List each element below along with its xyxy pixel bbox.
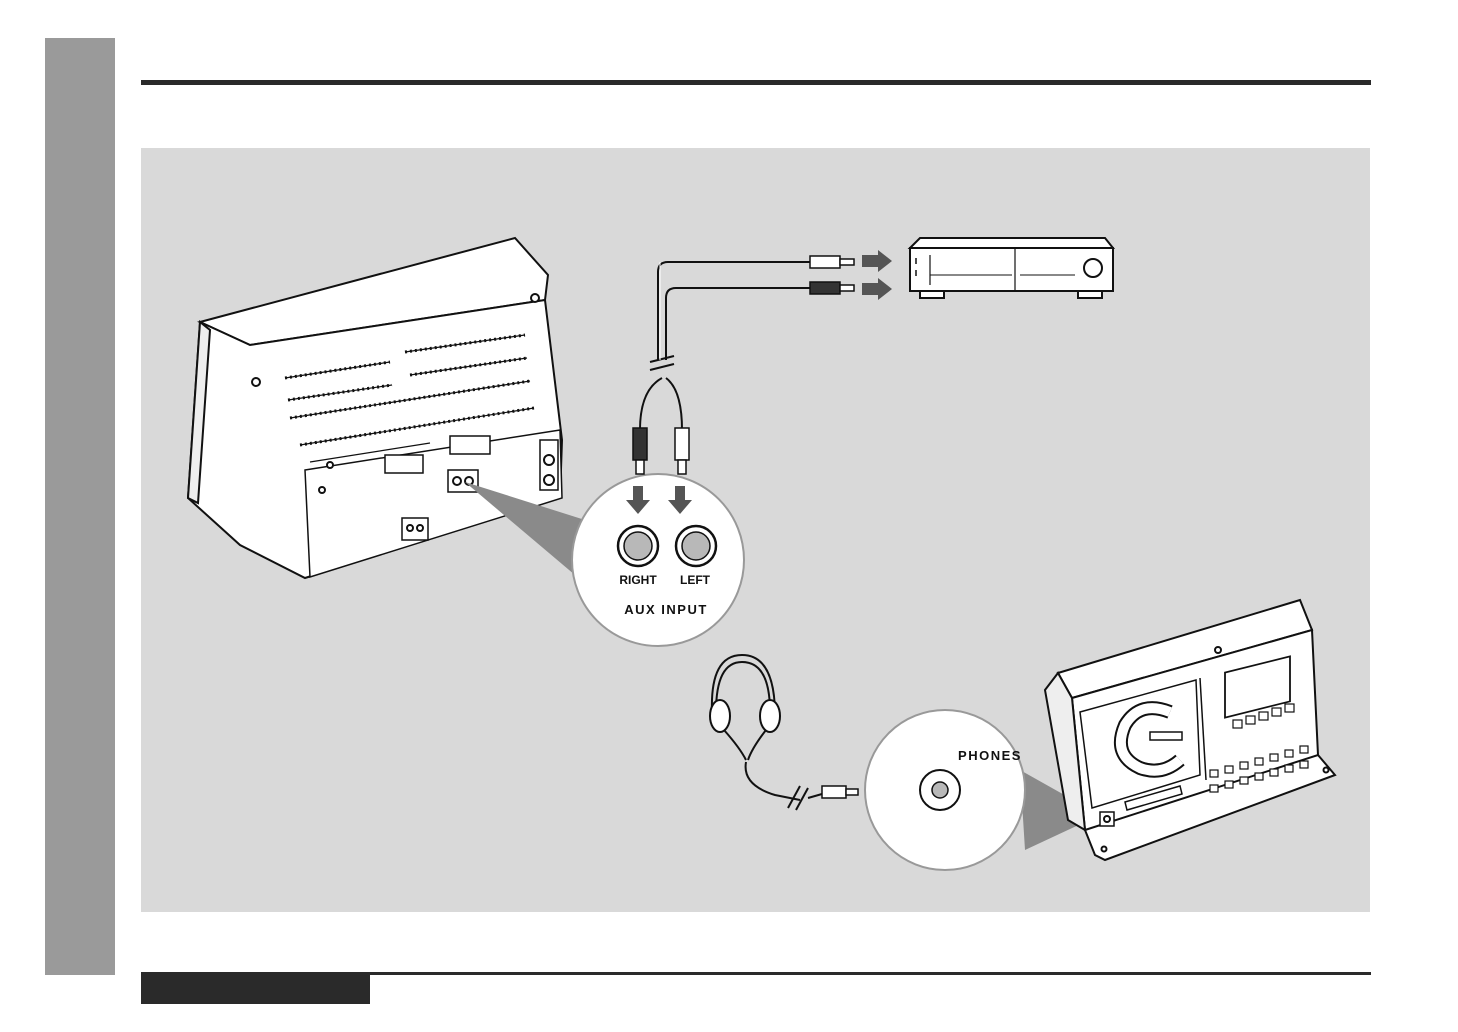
left-jack-label: LEFT [680,573,711,587]
aux-input-callout: RIGHT LEFT AUX INPUT [572,474,744,646]
arrow-right-icon [862,250,892,300]
aux-input-label: AUX INPUT [624,602,708,617]
main-unit-front-icon [1045,600,1335,860]
rca-cable-icon [640,262,812,430]
main-unit-rear-icon [188,238,562,578]
phones-callout: PHONES [865,710,1025,870]
vcr-device-icon [910,238,1113,298]
right-jack-label: RIGHT [619,573,657,587]
phones-label: PHONES [958,748,1022,763]
rca-plug-down [633,428,689,474]
rca-plug-right [810,256,854,294]
headphone-plug-icon [822,786,858,798]
headphones-icon [710,655,822,810]
